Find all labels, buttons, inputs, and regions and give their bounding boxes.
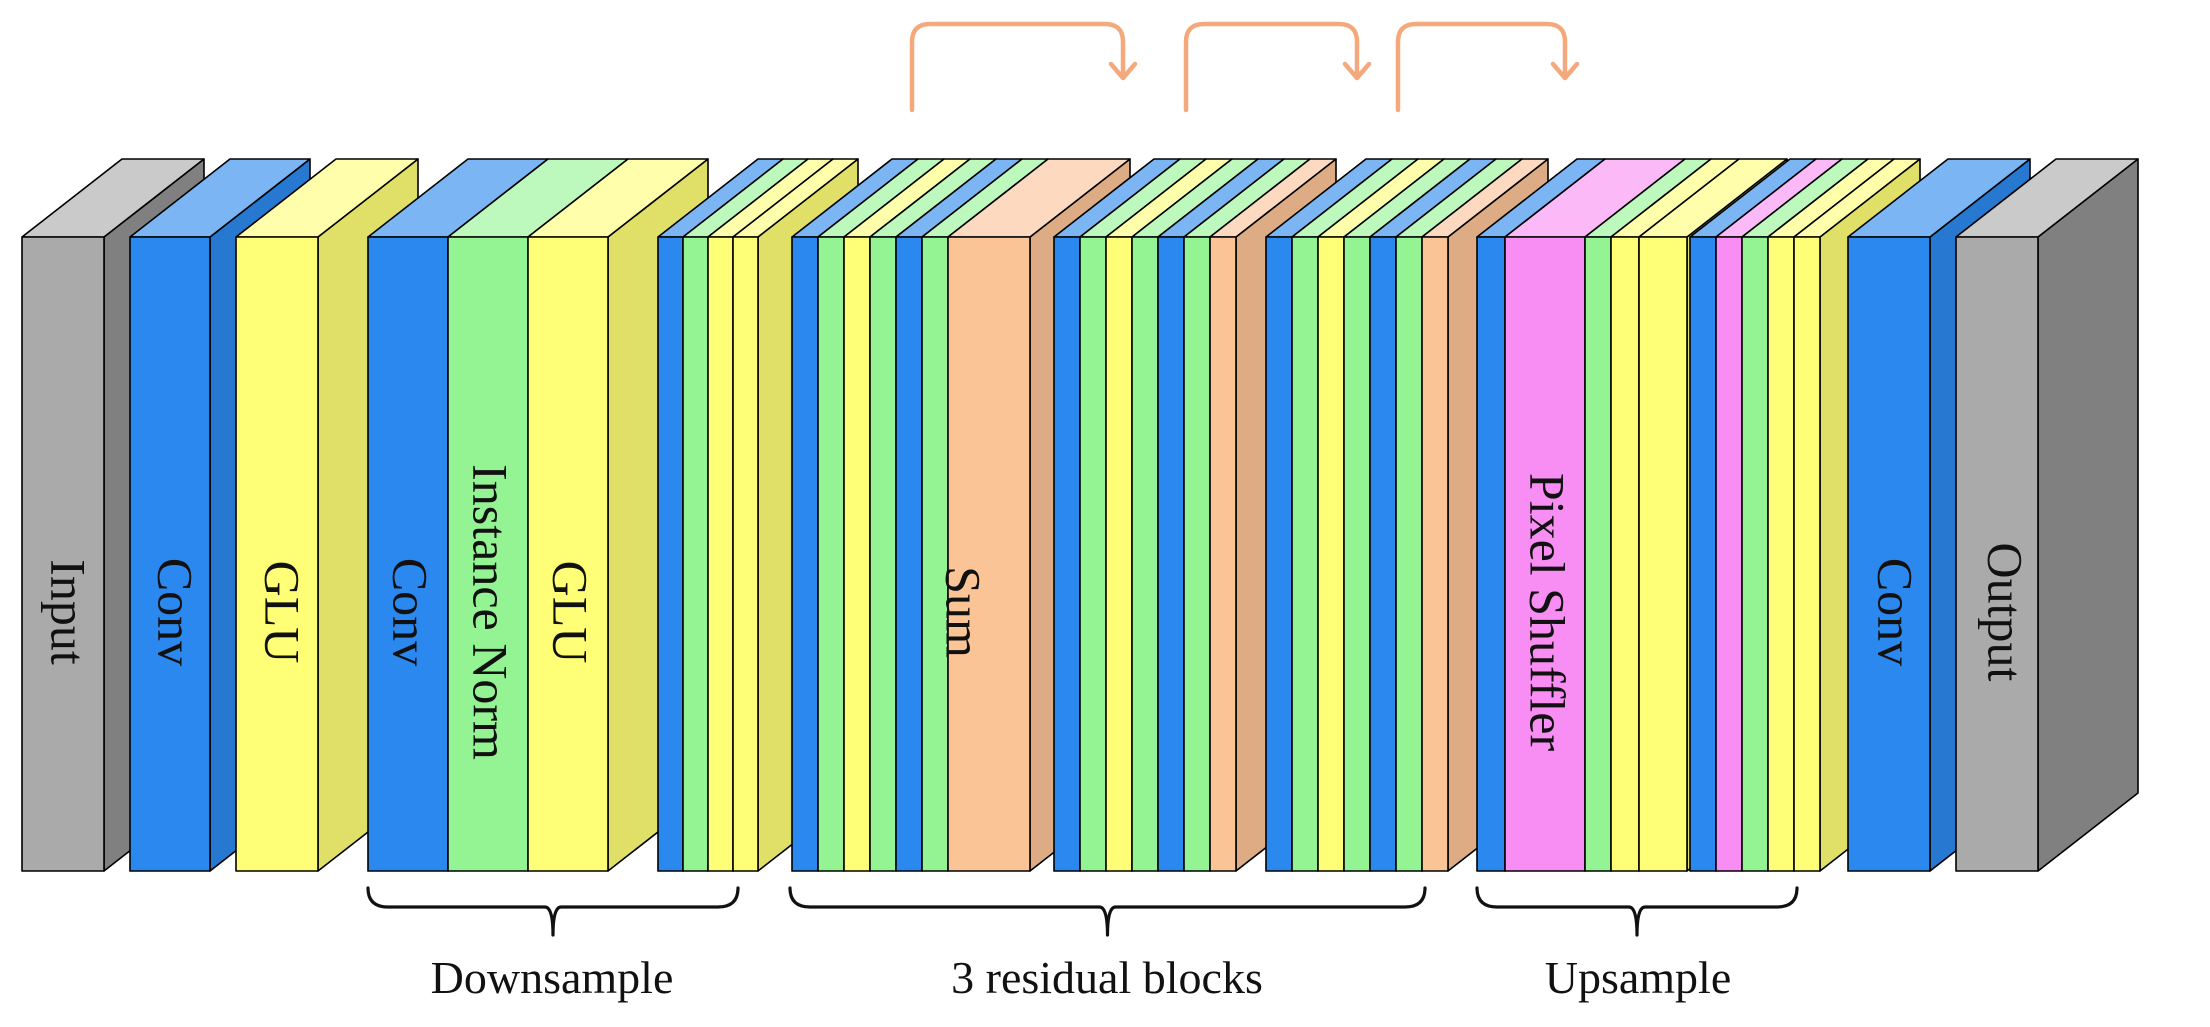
brace-residual-blocks	[788, 886, 1427, 937]
skip-arrow-3	[1395, 21, 1568, 113]
group-label-residual-blocks: 3 residual blocks	[951, 952, 1263, 1003]
layer-label-conv-3: Conv	[1868, 558, 1924, 666]
skip-arrowhead-3	[1550, 61, 1580, 81]
layer-label-glu-2: GLU	[543, 561, 599, 664]
skip-connections	[909, 21, 1580, 113]
group-label-downsample: Downsample	[431, 952, 674, 1003]
group-braces	[366, 886, 1799, 937]
brace-upsample	[1475, 886, 1799, 937]
layer-label-input: Input	[41, 559, 97, 665]
layer-label-glu-1: GLU	[255, 561, 311, 664]
layer-label-output: Output	[1978, 543, 2034, 682]
skip-arrow-2	[1183, 21, 1360, 113]
layer-label-conv-1: Conv	[148, 558, 204, 666]
layer-label-sum: Sum	[936, 566, 992, 658]
skip-arrowhead-1	[1108, 61, 1138, 81]
group-label-upsample: Upsample	[1545, 952, 1732, 1003]
layer-label-pixel-shuffler: Pixel Shuffler	[1520, 473, 1576, 752]
skip-arrow-1	[909, 21, 1126, 113]
layer-label-instance-norm: Instance Norm	[463, 464, 519, 760]
skip-arrowhead-2	[1342, 61, 1372, 81]
group-labels: Downsample 3 residual blocks Upsample	[431, 952, 1732, 1003]
output-slab	[1955, 158, 2139, 872]
layer-labels: Input Conv GLU Conv Instance Norm GLU Su…	[41, 464, 2034, 760]
brace-downsample	[366, 886, 740, 937]
layer-label-conv-2: Conv	[383, 558, 439, 666]
layer-blocks	[21, 158, 2139, 872]
